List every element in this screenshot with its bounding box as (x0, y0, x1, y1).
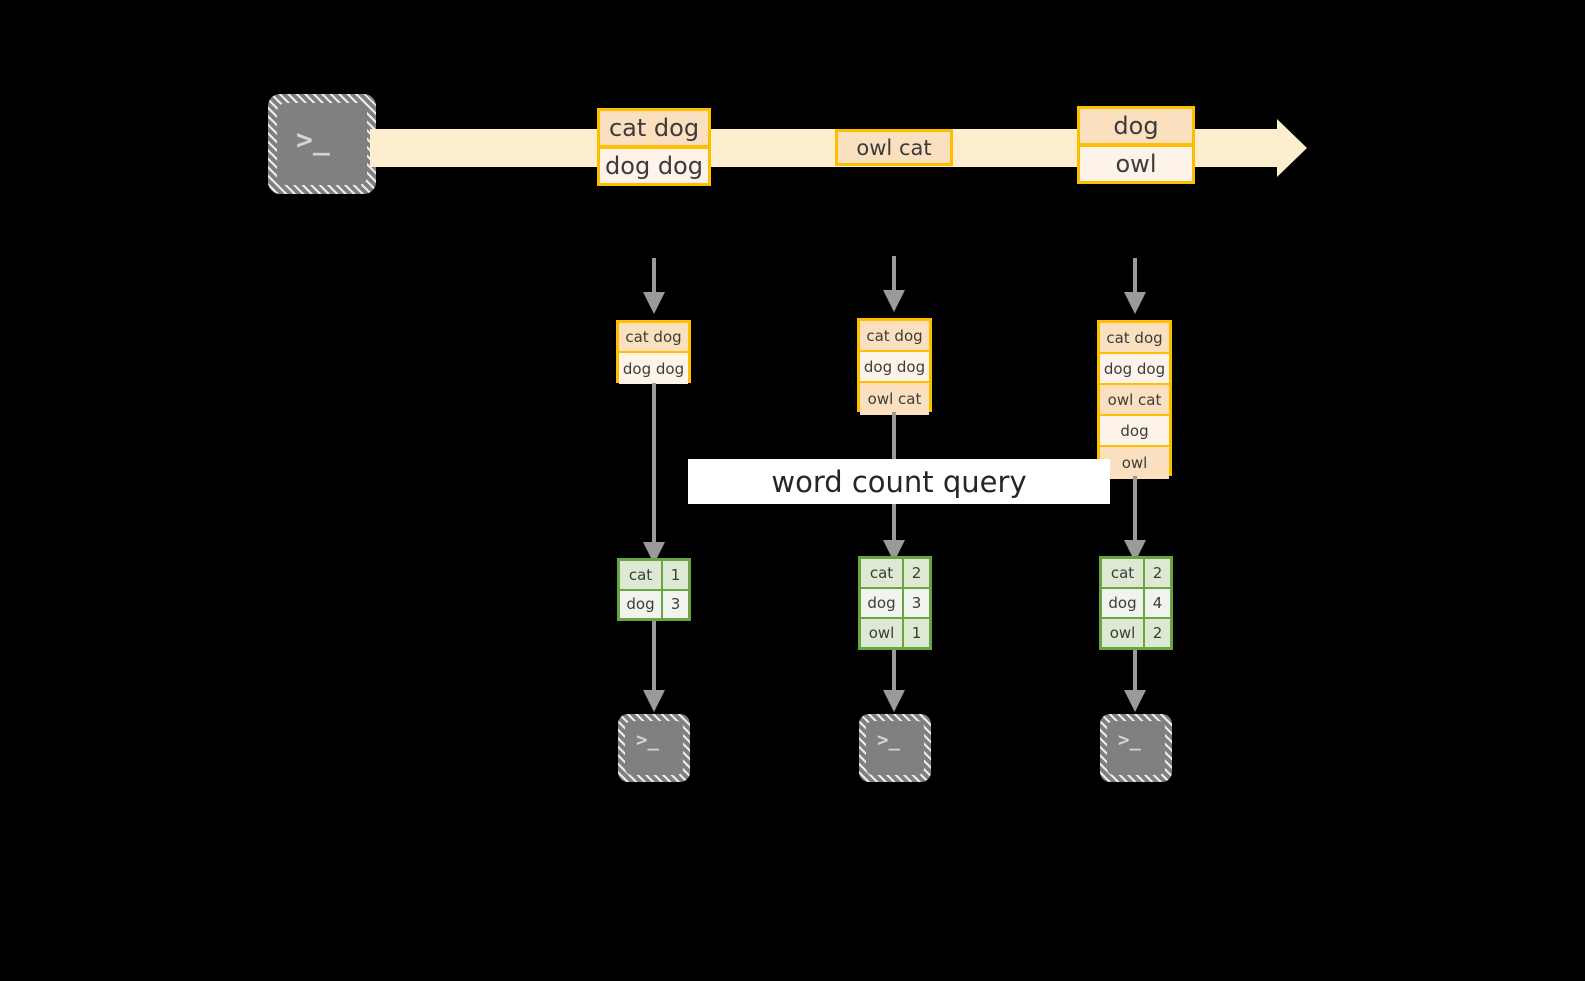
snapshot-tap-line (652, 258, 656, 294)
result-row: dog 3 (620, 590, 688, 618)
snapshot-row: cat dog (619, 323, 688, 353)
result-word: dog (1102, 589, 1145, 617)
snapshot-row: owl cat (860, 383, 929, 415)
stream-event-line: cat dog (597, 108, 711, 148)
snapshot-tap-line (892, 256, 896, 292)
consumer-terminal-icon: >_ (618, 714, 690, 782)
consumer-flow-line (652, 621, 656, 696)
stream-event-line: owl cat (835, 129, 953, 166)
result-count: 1 (904, 619, 929, 647)
result-row: owl 2 (1102, 619, 1170, 647)
snapshot-row: dog dog (1100, 354, 1169, 385)
snapshot-tap-arrowhead (1124, 292, 1146, 314)
result-count: 2 (1145, 559, 1170, 587)
stream-event-line: owl (1077, 144, 1195, 184)
snapshot-row: cat dog (860, 321, 929, 352)
event-stream-arrowhead (1277, 119, 1307, 177)
consumer-terminal-icon: >_ (859, 714, 931, 782)
result-word: dog (861, 589, 904, 617)
snapshot-table: cat dog dog dog owl cat (857, 318, 932, 415)
snapshot-row: dog (1100, 416, 1169, 447)
result-word: dog (620, 590, 663, 618)
snapshot-tap-arrowhead (643, 292, 665, 314)
consumer-flow-arrowhead (1124, 690, 1146, 712)
producer-terminal-icon: >_ (268, 94, 376, 194)
result-word: owl (1102, 619, 1145, 647)
snapshot-tap-arrowhead (883, 290, 905, 312)
result-row: cat 2 (861, 559, 929, 589)
snapshot-row: cat dog (1100, 323, 1169, 354)
result-count: 4 (1145, 589, 1170, 617)
terminal-prompt-glyph: >_ (1118, 729, 1141, 751)
terminal-screen (277, 103, 367, 185)
result-row: owl 1 (861, 619, 929, 647)
consumer-flow-line (1133, 650, 1137, 696)
consumer-flow-arrowhead (883, 690, 905, 712)
result-count: 3 (663, 590, 688, 618)
result-row: dog 4 (1102, 589, 1170, 619)
terminal-screen (866, 721, 924, 775)
result-table: cat 1 dog 3 (617, 558, 691, 621)
result-word: cat (861, 559, 904, 587)
snapshot-table: cat dog dog dog owl cat dog owl (1097, 320, 1172, 479)
terminal-screen (625, 721, 683, 775)
result-count: 1 (663, 561, 688, 589)
result-row: cat 2 (1102, 559, 1170, 589)
snapshot-row: dog dog (619, 353, 688, 384)
terminal-prompt-glyph: >_ (296, 123, 330, 156)
snapshot-row: owl cat (1100, 385, 1169, 416)
query-flow-line (1133, 476, 1137, 546)
snapshot-row: dog dog (860, 352, 929, 383)
result-word: cat (620, 561, 663, 589)
result-word: cat (1102, 559, 1145, 587)
result-word: owl (861, 619, 904, 647)
terminal-prompt-glyph: >_ (636, 729, 659, 751)
snapshot-tap-line (1133, 258, 1137, 294)
result-count: 2 (1145, 619, 1170, 647)
result-row: cat 1 (620, 561, 688, 591)
consumer-flow-line (892, 650, 896, 696)
result-count: 2 (904, 559, 929, 587)
result-row: dog 3 (861, 589, 929, 619)
consumer-flow-arrowhead (643, 690, 665, 712)
consumer-terminal-icon: >_ (1100, 714, 1172, 782)
terminal-screen (1107, 721, 1165, 775)
terminal-prompt-glyph: >_ (877, 729, 900, 751)
snapshot-row: owl (1100, 447, 1169, 479)
result-table: cat 2 dog 4 owl 2 (1099, 556, 1173, 650)
stream-event-line: dog (1077, 106, 1195, 146)
result-table: cat 2 dog 3 owl 1 (858, 556, 932, 650)
query-flow-line (652, 383, 656, 548)
snapshot-table: cat dog dog dog (616, 320, 691, 384)
result-count: 3 (904, 589, 929, 617)
stream-event-line: dog dog (597, 146, 711, 186)
query-label: word count query (688, 459, 1110, 504)
